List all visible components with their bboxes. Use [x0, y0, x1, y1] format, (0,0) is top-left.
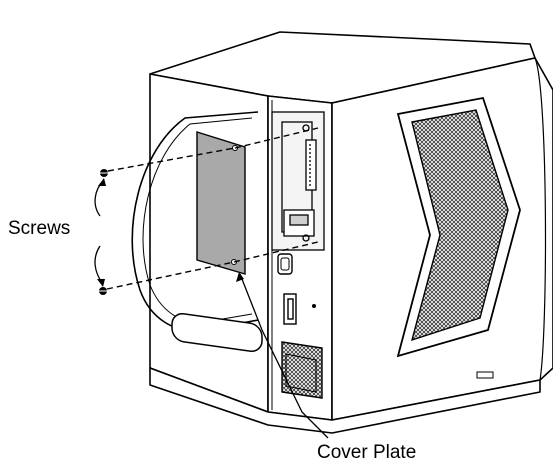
cover-plate	[196, 131, 246, 275]
media-slot	[171, 312, 263, 353]
interface-opening	[271, 111, 325, 251]
vent-grille	[281, 341, 323, 399]
side-window	[396, 96, 521, 358]
cover-plate-label: Cover Plate	[317, 442, 417, 463]
cover-plate-callout-leader	[236, 272, 329, 439]
screws-callout-arrow	[94, 178, 106, 287]
screw-bottom-icon	[99, 287, 107, 295]
screw-alignment-lines	[106, 127, 319, 290]
printer-base	[149, 367, 541, 434]
serial-port	[283, 293, 297, 325]
rear-foot-label	[476, 371, 494, 379]
screws-label: Screws	[8, 218, 71, 239]
screw-top-icon	[100, 169, 108, 177]
